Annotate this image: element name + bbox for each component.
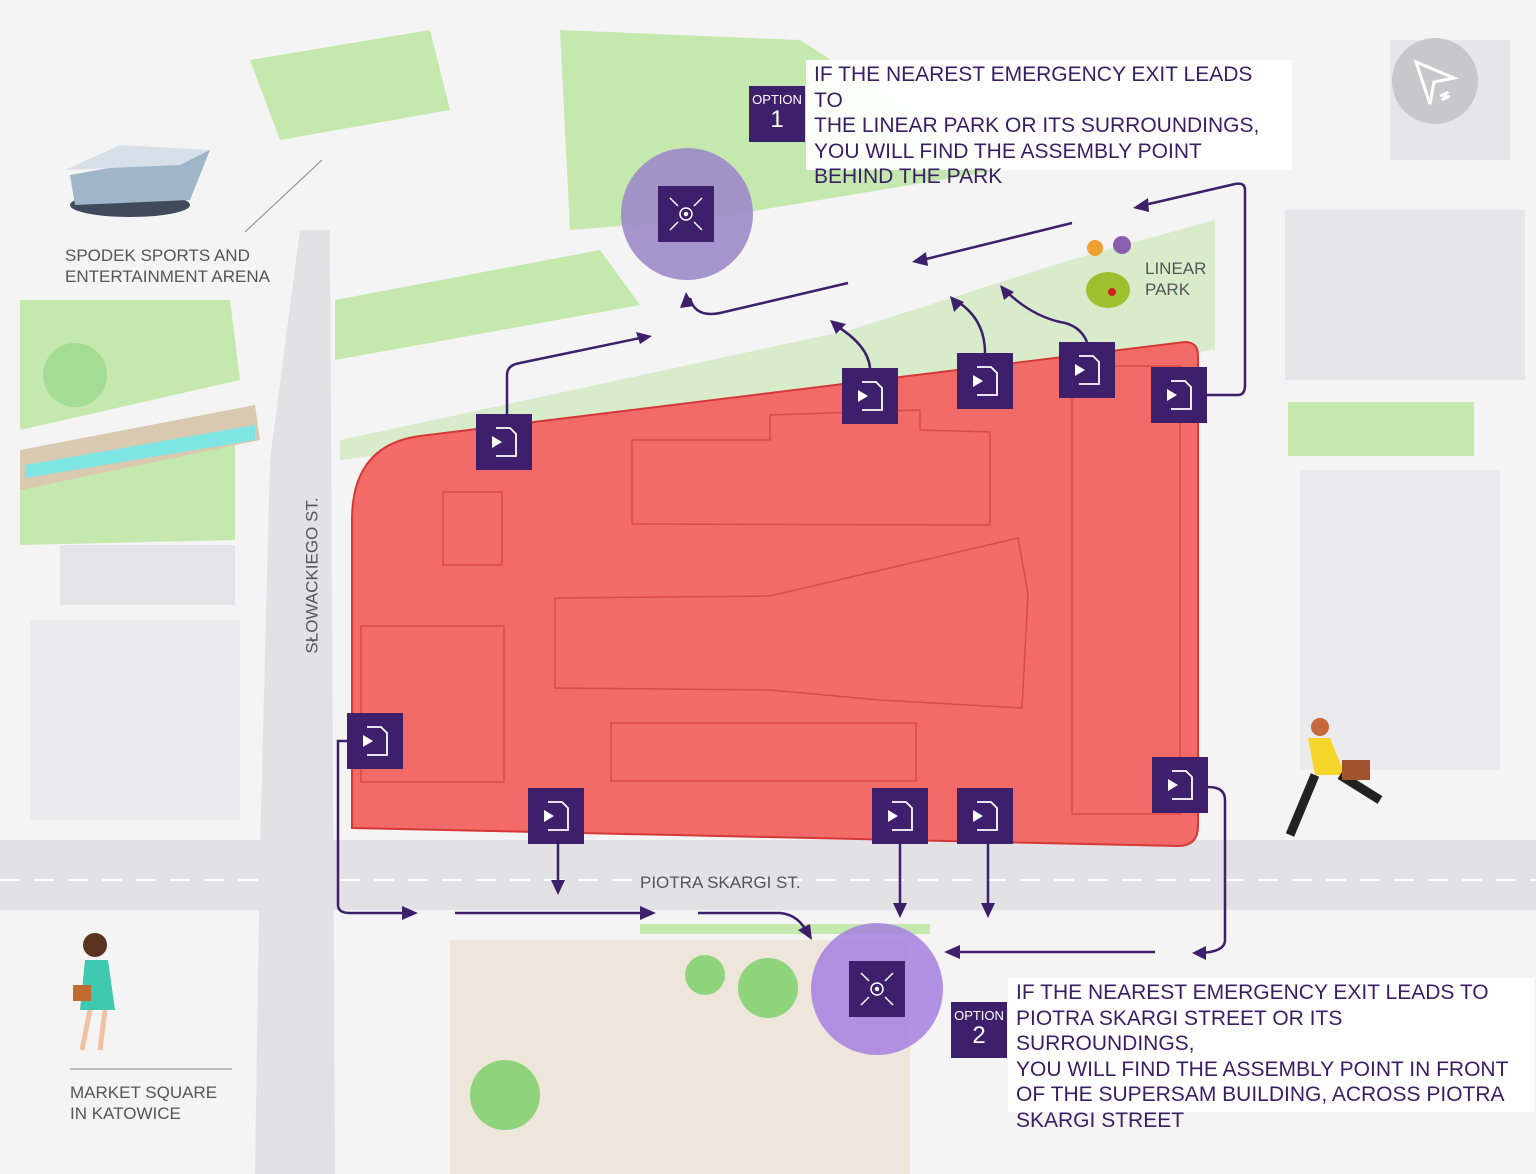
option-number: 2 bbox=[972, 1022, 986, 1049]
option-number: 1 bbox=[770, 106, 784, 133]
label-line: IN KATOWICE bbox=[70, 1104, 181, 1123]
emergency-exit-icon bbox=[1059, 342, 1115, 398]
text-line: OF THE SUPERSAM BUILDING, ACROSS PIOTRA bbox=[1016, 1083, 1505, 1106]
text-line: IF THE NEAREST EMERGENCY EXIT LEADS TO bbox=[814, 63, 1253, 112]
text-line: YOU WILL FIND THE ASSEMBLY POINT bbox=[814, 139, 1202, 163]
label-line: SPODEK SPORTS AND bbox=[65, 246, 250, 265]
option-word: OPTION bbox=[752, 92, 802, 107]
text-line: IF THE NEAREST EMERGENCY EXIT LEADS TO bbox=[1016, 981, 1489, 1004]
linear-park-label: LINEAR PARK bbox=[1145, 258, 1206, 300]
text-line: YOU WILL FIND THE ASSEMBLY POINT IN FRON… bbox=[1016, 1057, 1509, 1081]
spodek-arena-illustration bbox=[65, 145, 210, 217]
slowackiego-street-label: SŁOWACKIEGO ST. bbox=[302, 497, 322, 654]
market-square-label: MARKET SQUARE IN KATOWICE bbox=[70, 1082, 217, 1124]
emergency-exit-icon bbox=[347, 713, 403, 769]
evacuated-building bbox=[351, 340, 1199, 848]
linear-park-illustration bbox=[1086, 236, 1131, 308]
option-word: OPTION bbox=[954, 1008, 1004, 1023]
label-line: ENTERTAINMENT ARENA bbox=[65, 267, 270, 286]
label-line: MARKET SQUARE bbox=[70, 1083, 218, 1102]
north-arrow-icon bbox=[1392, 38, 1478, 124]
emergency-exit-icon bbox=[528, 788, 584, 844]
emergency-exit-icon bbox=[957, 353, 1013, 409]
linear-park bbox=[340, 220, 1215, 460]
walking-man-illustration bbox=[1285, 718, 1383, 837]
text-line: THE LINEAR PARK OR ITS SURROUNDINGS, bbox=[814, 114, 1260, 137]
text-line: PIOTRA SKARGI STREET OR ITS SURROUNDINGS… bbox=[1016, 1006, 1343, 1056]
walking-woman-illustration bbox=[73, 933, 115, 1051]
piotra-skargi-street-label: PIOTRA SKARGI ST. bbox=[640, 873, 801, 892]
emergency-exit-icon bbox=[957, 788, 1013, 844]
emergency-exit-icon bbox=[476, 414, 532, 470]
emergency-exit-icon bbox=[842, 368, 898, 424]
label-line: LINEAR bbox=[1145, 259, 1207, 278]
text-line: BEHIND THE PARK bbox=[814, 165, 1003, 188]
assembly-point-2-icon bbox=[849, 961, 905, 1017]
emergency-exit-icon bbox=[1151, 367, 1207, 423]
evacuation-routes bbox=[336, 182, 1247, 955]
label-line: PARK bbox=[1145, 280, 1191, 299]
assembly-point-1-icon bbox=[658, 186, 714, 242]
text-line: SKARGI STREET bbox=[1016, 1108, 1185, 1132]
piotra-skargi-road bbox=[0, 840, 1536, 910]
spodek-label: SPODEK SPORTS AND ENTERTAINMENT ARENA bbox=[65, 245, 270, 287]
slowackiego-road bbox=[255, 230, 335, 1174]
emergency-exit-icon bbox=[872, 788, 928, 844]
emergency-exit-icon bbox=[1152, 757, 1208, 813]
